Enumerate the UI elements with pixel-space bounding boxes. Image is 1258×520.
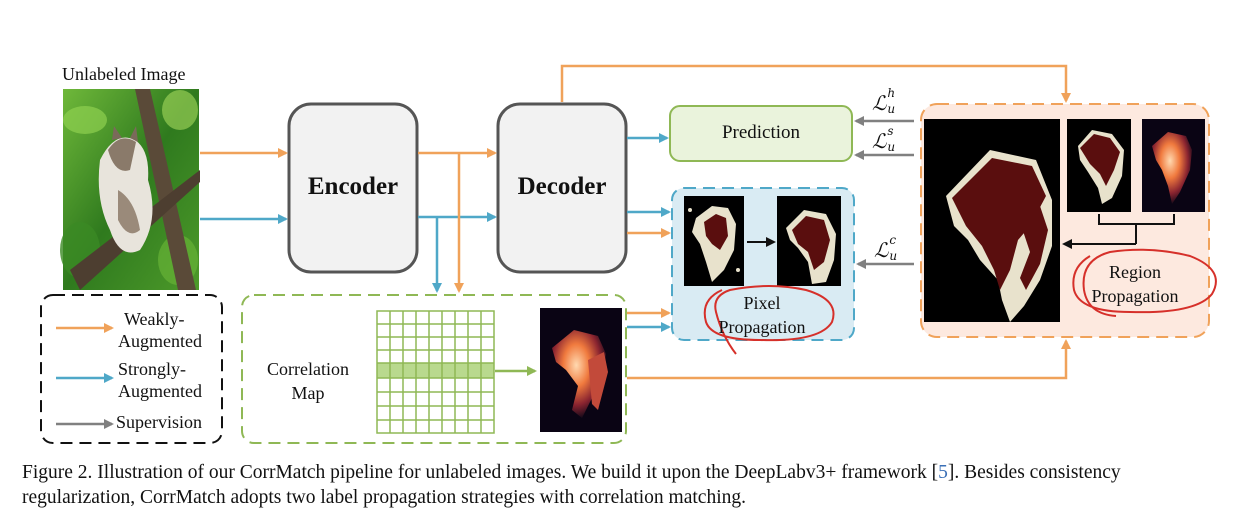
encoder-label: Encoder — [307, 173, 399, 200]
region-heatmap-small — [1142, 119, 1205, 212]
legend-box — [40, 294, 223, 444]
region-propagation-label: Region Propagation — [1072, 260, 1198, 308]
encoder-block — [287, 102, 419, 274]
correlation-map-label: Correlation Map — [250, 357, 366, 405]
legend-strong: Strongly- Augmented — [118, 358, 202, 402]
caption-text-2: ]. Besides consistency regularization, C… — [22, 462, 1121, 508]
pixel-propagation-label: Pixel Propagation — [700, 291, 824, 339]
decoder-block — [496, 102, 628, 274]
region-propagation-line2: Propagation — [1091, 286, 1179, 306]
pixel-propagation-line2: Propagation — [718, 317, 806, 337]
legend-strong-line2: Augmented — [118, 381, 202, 401]
correlation-map-line2: Map — [291, 383, 325, 403]
prediction-box — [669, 105, 853, 162]
legend-supervision: Supervision — [116, 412, 203, 432]
decoder-label: Decoder — [517, 173, 607, 200]
prediction-label: Prediction — [721, 122, 801, 143]
figure-caption: Figure 2. Illustration of our CorrMatch … — [22, 460, 1237, 510]
caption-text-1: Figure 2. Illustration of our CorrMatch … — [22, 462, 939, 483]
legend-weak-line2: Augmented — [118, 331, 202, 351]
unlabeled-image-label: Unlabeled Image — [62, 64, 186, 84]
region-mask-small — [1067, 119, 1131, 212]
region-red-scribble — [1072, 248, 1217, 317]
pixel-red-scribble — [703, 285, 835, 355]
pixel-propagation-line1: Pixel — [743, 293, 781, 313]
pixel-mask-after — [777, 196, 841, 286]
correlation-map-line1: Correlation — [267, 359, 349, 379]
correlation-box — [241, 294, 627, 444]
correlation-heatmap — [540, 308, 622, 432]
caption-reference[interactable]: 5 — [938, 462, 948, 483]
legend-strong-line1: Strongly- — [118, 359, 187, 379]
pixel-mask-before — [684, 196, 744, 286]
legend-weak-line1: Weakly- — [124, 309, 185, 329]
cat-photo — [60, 89, 200, 290]
legend-weak: Weakly- Augmented — [118, 308, 202, 352]
region-mask-large — [924, 119, 1060, 322]
region-propagation-line1: Region — [1109, 262, 1161, 282]
correlation-grid — [376, 310, 495, 434]
